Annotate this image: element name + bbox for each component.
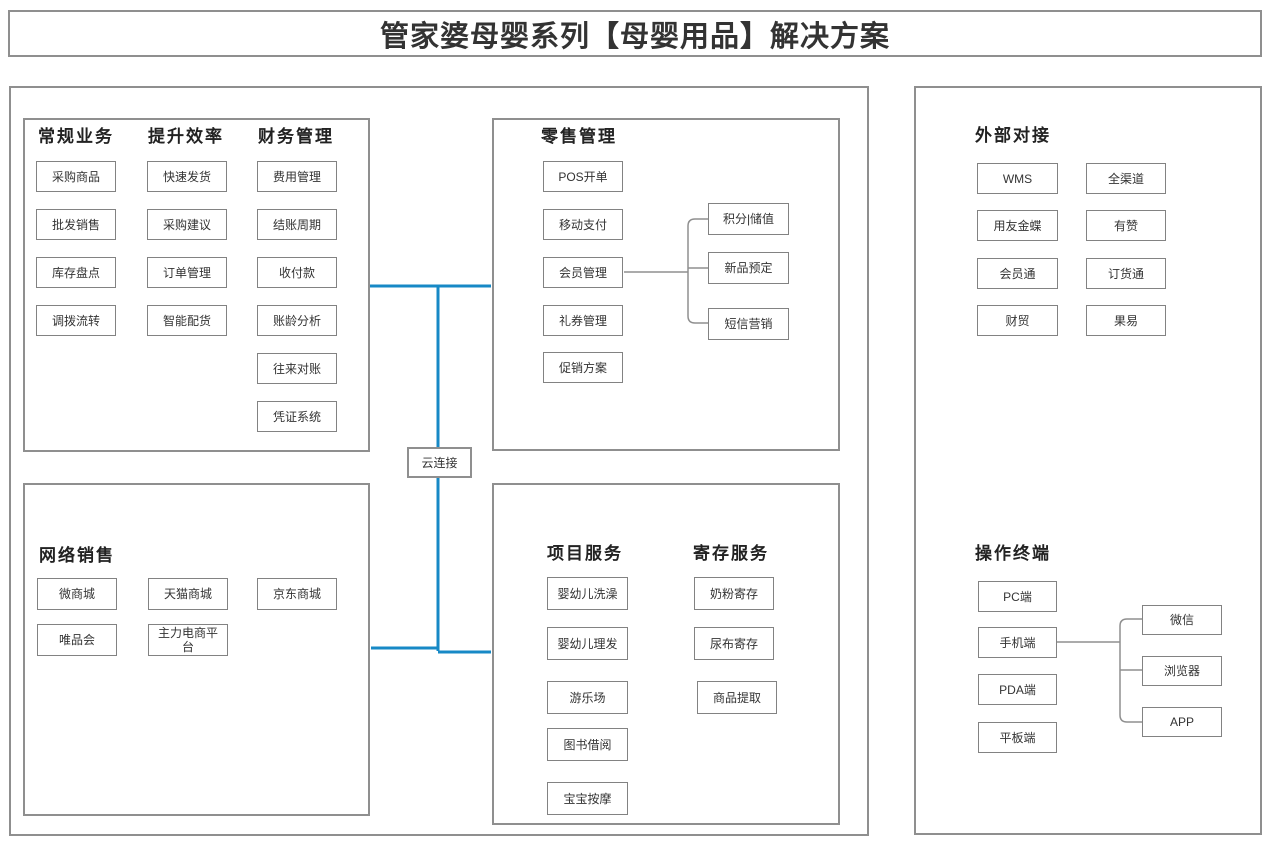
node-pos-billing: POS开单 <box>543 161 623 192</box>
section-header-regular-business: 常规业务 <box>38 127 114 146</box>
node-wechat-mall: 微商城 <box>37 578 117 610</box>
node-goods-pickup: 商品提取 <box>697 681 777 714</box>
node-cloud-connection: 云连接 <box>407 447 472 478</box>
section-header-efficiency: 提升效率 <box>148 127 224 146</box>
node-receipt-payment: 收付款 <box>257 257 337 288</box>
node-coupon-management: 礼券管理 <box>543 305 623 336</box>
node-ordering-link: 订货通 <box>1086 258 1166 289</box>
node-book-borrowing: 图书借阅 <box>547 728 628 761</box>
node-aging-analysis: 账龄分析 <box>257 305 337 336</box>
mobile-subtree-connector <box>1057 618 1142 723</box>
node-pda-terminal: PDA端 <box>978 674 1057 705</box>
node-youzan: 有赞 <box>1086 210 1166 241</box>
node-points-stored-value: 积分|储值 <box>708 203 789 235</box>
section-header-external: 外部对接 <box>975 126 1051 145</box>
section-header-online-sales: 网络销售 <box>39 546 115 565</box>
node-diaper-deposit: 尿布寄存 <box>694 627 774 660</box>
node-smart-allocation: 智能配货 <box>147 305 227 336</box>
node-expense-management: 费用管理 <box>257 161 337 192</box>
node-guoyi: 果易 <box>1086 305 1166 336</box>
node-account-reconciliation: 往来对账 <box>257 353 337 384</box>
node-purchase-goods: 采购商品 <box>36 161 116 192</box>
node-settlement-cycle: 结账周期 <box>257 209 337 240</box>
node-mobile-payment: 移动支付 <box>543 209 623 240</box>
page-title: 管家婆母婴系列【母婴用品】解决方案 <box>379 20 890 53</box>
node-browser: 浏览器 <box>1142 656 1222 686</box>
member-subtree-connector <box>624 218 708 324</box>
node-omni-channel: 全渠道 <box>1086 163 1166 194</box>
node-tablet-terminal: 平板端 <box>978 722 1057 753</box>
node-playground: 游乐场 <box>547 681 628 714</box>
section-header-finance: 财务管理 <box>258 127 334 146</box>
section-header-deposit-services: 寄存服务 <box>693 544 769 563</box>
node-tmall: 天猫商城 <box>148 578 228 610</box>
node-fast-shipping: 快速发货 <box>147 161 227 192</box>
node-main-ecommerce-platform: 主力电商平台 <box>148 624 228 656</box>
node-jd-mall: 京东商城 <box>257 578 337 610</box>
node-new-product-preorder: 新品预定 <box>708 252 789 284</box>
node-baby-bath: 婴幼儿洗澡 <box>547 577 628 610</box>
node-wholesale-sales: 批发销售 <box>36 209 116 240</box>
node-milk-powder-deposit: 奶粉寄存 <box>694 577 774 610</box>
node-app: APP <box>1142 707 1222 737</box>
section-header-terminals: 操作终端 <box>975 544 1051 563</box>
node-wms: WMS <box>977 163 1058 194</box>
node-pc-terminal: PC端 <box>978 581 1057 612</box>
node-yonyou-kingdee: 用友金蝶 <box>977 210 1058 241</box>
node-member-link: 会员通 <box>977 258 1058 289</box>
node-voucher-system: 凭证系统 <box>257 401 337 432</box>
section-header-retail: 零售管理 <box>541 127 617 146</box>
node-baby-haircut: 婴幼儿理发 <box>547 627 628 660</box>
title-bar: 管家婆母婴系列【母婴用品】解决方案 <box>8 10 1262 57</box>
node-inventory-count: 库存盘点 <box>36 257 116 288</box>
node-member-management: 会员管理 <box>543 257 623 288</box>
node-sms-marketing: 短信营销 <box>708 308 789 340</box>
node-baby-massage: 宝宝按摩 <box>547 782 628 815</box>
node-transfer-flow: 调拨流转 <box>36 305 116 336</box>
section-header-project-services: 项目服务 <box>547 544 623 563</box>
node-order-management: 订单管理 <box>147 257 227 288</box>
node-mobile-terminal: 手机端 <box>978 627 1057 658</box>
node-vip-shop: 唯品会 <box>37 624 117 656</box>
node-purchase-suggestion: 采购建议 <box>147 209 227 240</box>
node-caimao: 财贸 <box>977 305 1058 336</box>
node-wechat: 微信 <box>1142 605 1222 635</box>
node-promotion-plan: 促销方案 <box>543 352 623 383</box>
